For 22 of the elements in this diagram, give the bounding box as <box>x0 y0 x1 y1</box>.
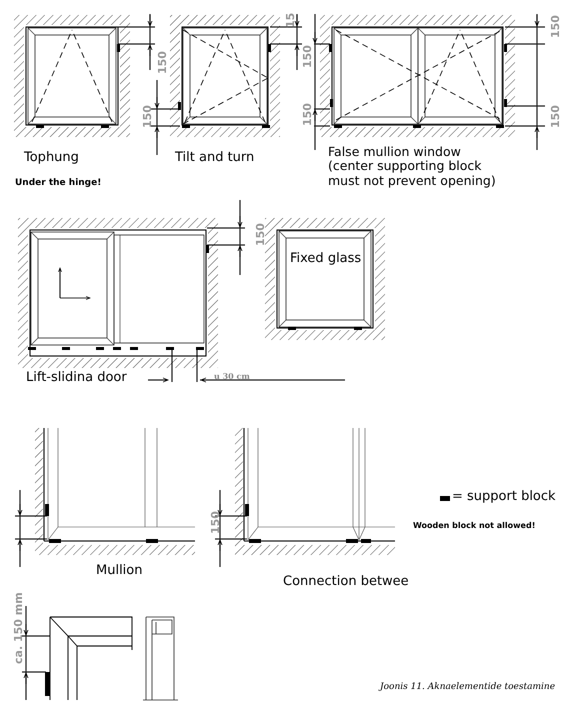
window-type-label: Fixed glass <box>290 252 362 267</box>
note: Wooden block not allowed! <box>413 521 536 530</box>
note: Under the hinge! <box>15 178 102 188</box>
figure-caption: Joonis 11. Aknaelementide toestamine <box>380 682 556 692</box>
dimension-label: 150 <box>255 223 268 246</box>
detail-label: Mullion <box>96 564 142 579</box>
dimension-label: 150 <box>157 51 170 74</box>
legend-label: = support block <box>452 490 556 505</box>
dimension-label: 150 <box>142 105 155 128</box>
dimension-label: 150 <box>210 511 223 534</box>
window-type-label: Tilt and turn <box>175 151 254 166</box>
dimension-label: 150 <box>302 45 315 68</box>
window-type-label: Lift-slidina door <box>26 371 127 386</box>
dimension-label: ca. 150 mm <box>13 592 26 664</box>
dimension-label: 150 <box>550 15 563 38</box>
window-type-label: False mullion window (center supporting block must not prevent opening) <box>328 145 497 188</box>
dimension-label: 150 <box>550 105 563 128</box>
dimension-label: 15 <box>285 12 298 28</box>
detail-label: Connection betwee <box>283 575 409 590</box>
dimension-label: 150 <box>302 103 315 126</box>
dimension-label: u 30 cm <box>214 372 250 382</box>
window-type-label: Tophung <box>24 151 79 166</box>
